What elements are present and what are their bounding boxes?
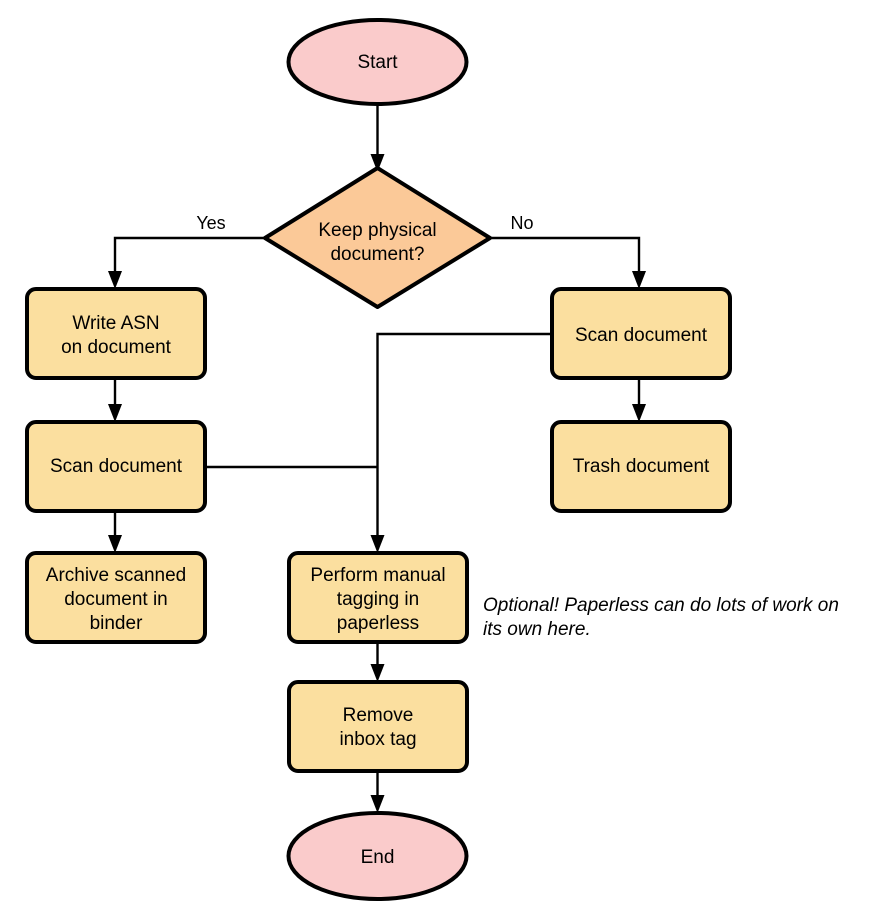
arrowhead-icon [370,535,385,553]
node-scan-document-right[interactable]: Scan document [550,287,732,380]
node-remove-inbox-label-line1: Remove [343,705,414,726]
edge-remove-inbox-to-end [370,771,385,813]
edge-label-yes: Yes [196,213,225,233]
end-ellipse-shape[interactable] [286,811,469,901]
node-archive-scanned-document[interactable]: Archive scanned document in binder [25,551,207,644]
arrowhead-icon [632,271,646,289]
node-tagging-label-line2: tagging in [337,589,419,610]
edge-decision-no-to-scan-right [490,236,646,289]
node-scan-document-right-label: Scan document [575,325,708,346]
node-decision-keep-physical-document[interactable]: Keep physical document? [263,166,492,309]
arrowhead-icon [370,664,385,682]
trash-document-box-shape[interactable] [550,420,732,513]
edge-tagging-to-remove-inbox [370,642,385,682]
decision-diamond-shape[interactable] [263,166,492,309]
node-write-asn-label-line2: on document [61,337,172,358]
node-archive-label-line1: Archive scanned [46,565,186,586]
edge-scan-right-to-tagging [370,332,552,553]
remove-inbox-tag-box-shape[interactable] [287,680,469,773]
node-start-label: Start [357,52,398,73]
edge-scan-right-to-trash [632,378,646,422]
node-start[interactable]: Start [286,18,469,106]
edge-write-asn-to-scan-left [108,378,122,422]
arrowhead-icon [108,404,122,422]
node-archive-label-line3: binder [90,613,143,634]
edge-decision-yes-to-write-asn [108,236,265,289]
tagging-box-shape[interactable] [287,551,469,644]
scan-document-right-box-shape[interactable] [550,287,732,380]
node-perform-manual-tagging[interactable]: Perform manual tagging in paperless [287,551,469,644]
annotation-optional-note-line2: its own here. [483,619,591,640]
write-asn-box-shape[interactable] [25,287,207,380]
node-end-label: End [361,847,395,868]
node-write-asn[interactable]: Write ASN on document [25,287,207,380]
node-scan-document-left[interactable]: Scan document [25,420,207,513]
annotation-optional-note: Optional! Paperless can do lots of work … [483,595,839,640]
arrowhead-icon [370,795,385,813]
annotation-optional-note-line1: Optional! Paperless can do lots of work … [483,595,839,616]
node-trash-document[interactable]: Trash document [550,420,732,513]
arrowhead-icon [632,404,646,422]
node-tagging-label-line3: paperless [337,613,419,634]
archive-box-shape[interactable] [25,551,207,644]
node-remove-inbox-tag[interactable]: Remove inbox tag [287,680,469,773]
node-decision-label-line1: Keep physical [318,220,436,241]
node-decision-label-line2: document? [330,244,424,265]
arrowhead-icon [370,154,385,172]
edge-label-no: No [510,213,533,233]
node-archive-label-line2: document in [64,589,168,610]
start-ellipse-shape[interactable] [286,18,469,106]
arrowhead-icon [108,271,122,289]
node-trash-document-label: Trash document [573,456,710,477]
node-end[interactable]: End [286,811,469,901]
edge-start-to-decision [370,104,385,172]
scan-document-left-box-shape[interactable] [25,420,207,513]
edge-scan-left-to-archive [108,511,122,553]
node-remove-inbox-label-line2: inbox tag [339,729,416,750]
node-tagging-label-line1: Perform manual [310,565,445,586]
node-scan-document-left-label: Scan document [50,456,183,477]
arrowhead-icon [108,535,122,553]
node-write-asn-label-line1: Write ASN [72,313,159,334]
connector-layer [108,104,646,813]
